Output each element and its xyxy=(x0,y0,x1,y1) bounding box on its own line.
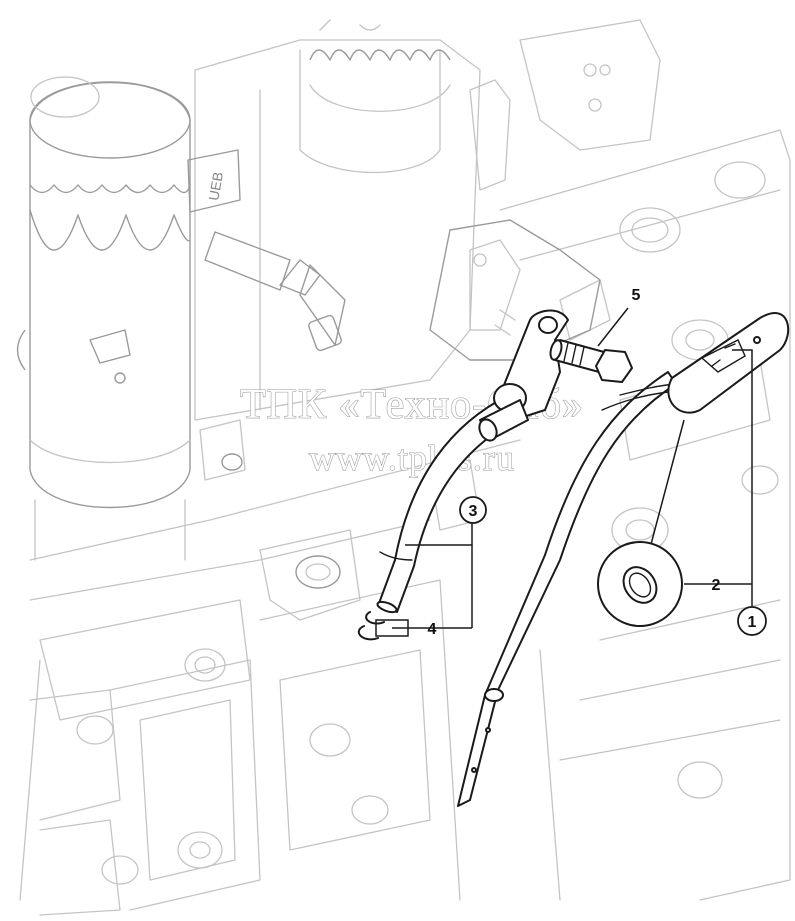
callout-5-label: 5 xyxy=(632,287,641,304)
callout-3: 3 xyxy=(459,496,487,524)
sensor-connector: UEB xyxy=(187,149,346,352)
sensor-marking: UEB xyxy=(205,171,226,202)
engine-block-right xyxy=(499,129,791,901)
callout-3-label: 3 xyxy=(469,503,478,520)
dipstick xyxy=(457,311,790,807)
dipstick-guide-tube xyxy=(376,309,569,614)
oil-filter-canister xyxy=(16,76,191,561)
callout-1-label: 1 xyxy=(748,614,757,631)
callout-4-label: 4 xyxy=(428,621,437,638)
engine-block-background: UEB xyxy=(16,19,791,916)
callout-2-label: 2 xyxy=(712,577,721,594)
bolt xyxy=(549,339,633,383)
callout-4: 4 xyxy=(428,621,437,638)
callout-2: 2 xyxy=(712,577,721,594)
tube-bracket-background xyxy=(429,219,601,361)
watermark-url: www.tpkts.ru xyxy=(309,438,515,478)
retaining-rings xyxy=(357,611,385,641)
engine-block-lower xyxy=(19,419,561,916)
callout-1: 1 xyxy=(737,606,767,636)
o-ring-detail xyxy=(597,419,685,627)
leader-lines xyxy=(375,307,753,637)
upper-bracket xyxy=(469,19,661,191)
callout-5: 5 xyxy=(632,287,641,304)
callouts: 1 2 3 4 5 xyxy=(428,287,767,638)
filter-housing xyxy=(194,19,481,421)
